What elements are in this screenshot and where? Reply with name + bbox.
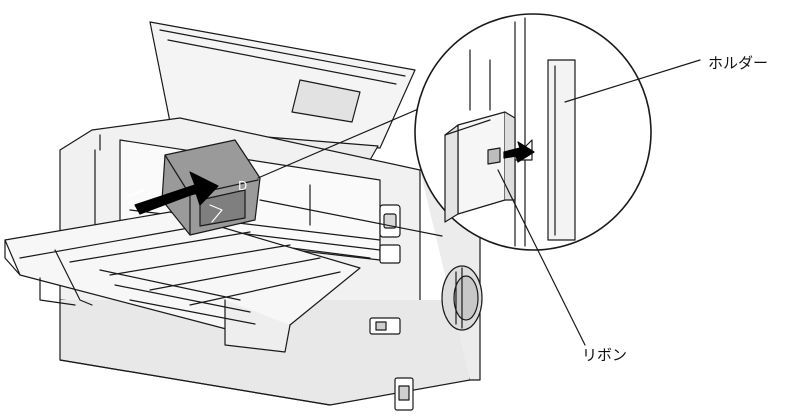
paper-tray bbox=[4, 211, 361, 353]
insert-arrow-icon bbox=[127, 171, 219, 215]
zoom-leader-lines bbox=[257, 103, 443, 237]
ribbon-leader-line bbox=[497, 169, 586, 346]
detail-zoom-circle bbox=[414, 13, 652, 251]
holder-label: ホルダー bbox=[708, 54, 769, 72]
ribbon-label: リボン bbox=[582, 346, 628, 364]
holder-leader-line bbox=[564, 59, 701, 103]
cartridge-mark: D bbox=[238, 179, 247, 193]
